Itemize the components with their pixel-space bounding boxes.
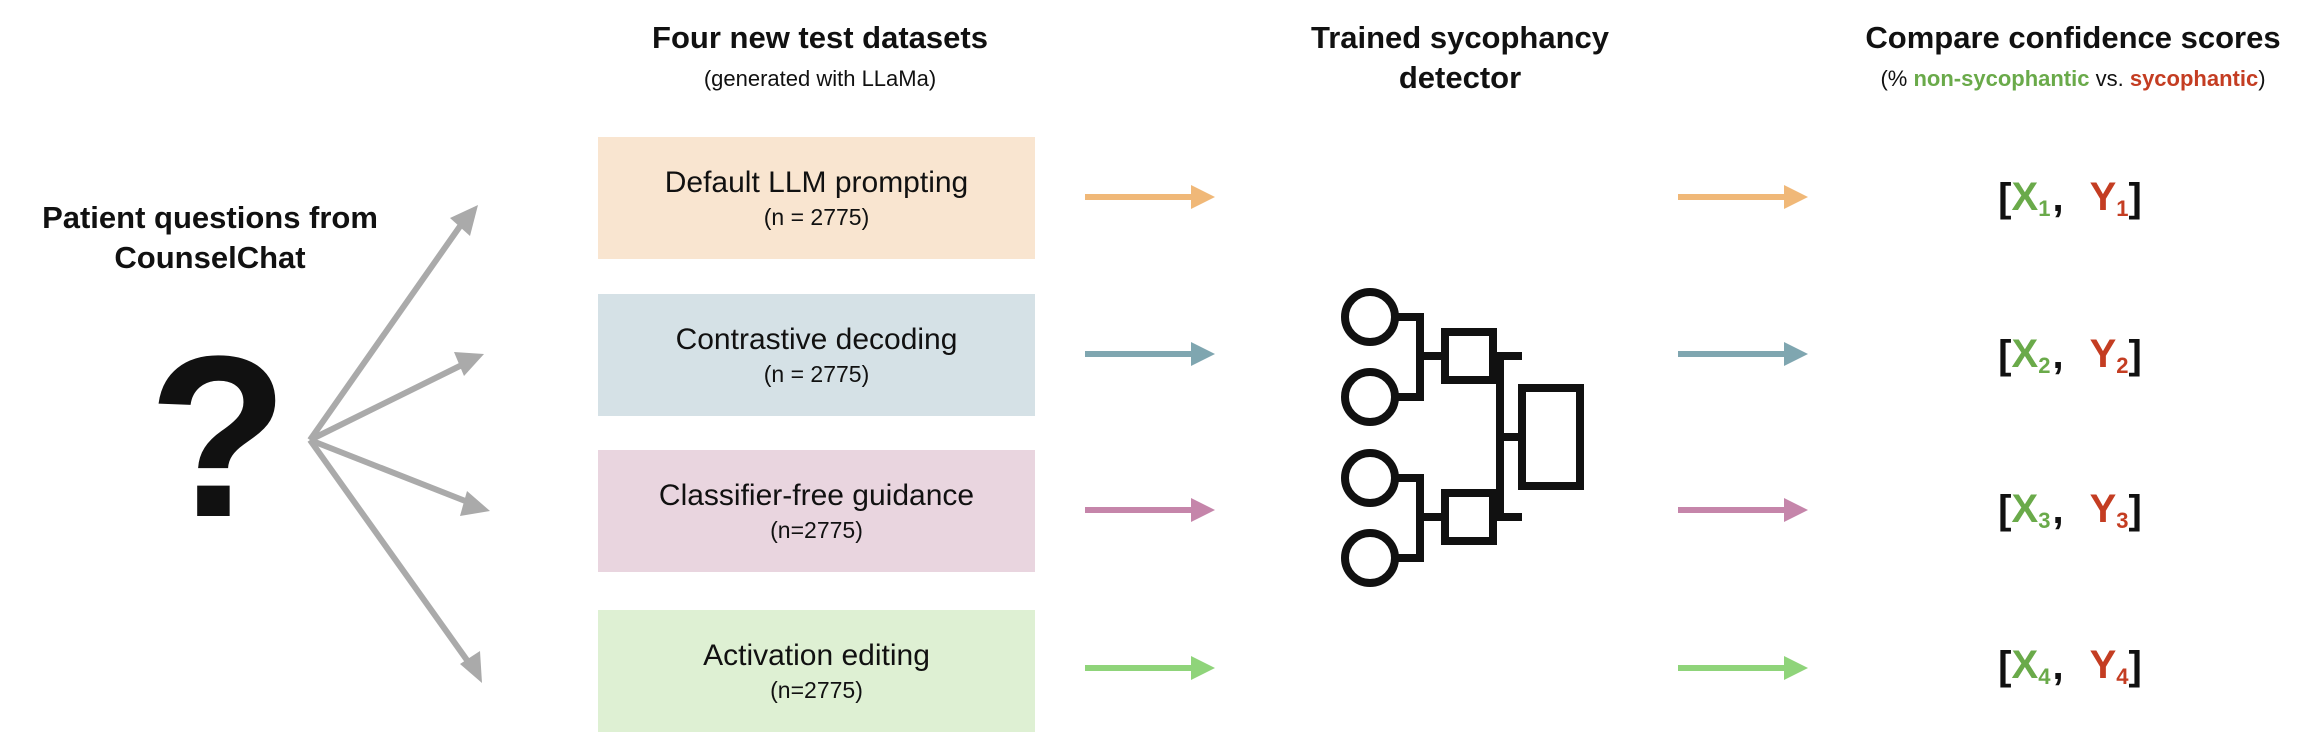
score-row: [ X2, Y2 ] xyxy=(1950,325,2190,385)
fan-arrowhead-1 xyxy=(450,205,478,236)
score-row: [ X4, Y4 ] xyxy=(1950,636,2190,696)
colored-arrowhead xyxy=(1784,498,1808,522)
dataset-box-activation-editing: Activation editing (n=2775) xyxy=(598,610,1035,732)
fan-arrow-3 xyxy=(308,437,480,509)
fan-arrowhead-3 xyxy=(460,491,490,516)
dataset-count: (n=2775) xyxy=(770,517,863,543)
close-bracket: ] xyxy=(2128,487,2142,532)
non-sycophantic-label: non-sycophantic xyxy=(1913,66,2090,91)
open-bracket: [ xyxy=(1998,175,2012,220)
colored-arrowhead xyxy=(1191,342,1215,366)
open-bracket: [ xyxy=(1998,643,2012,688)
network-tree-icon xyxy=(1341,288,1584,587)
fan-arrow-1 xyxy=(307,210,473,442)
colored-arrowhead xyxy=(1191,656,1215,680)
detector-title-line1: Trained sycophancy xyxy=(1310,20,1610,55)
question-mark-icon: ? xyxy=(148,308,289,565)
scores-title: Compare confidence scores xyxy=(1865,20,2281,55)
fan-arrowhead-2 xyxy=(454,352,484,376)
score-row: [ X1, Y1 ] xyxy=(1950,168,2190,228)
fan-arrow-4 xyxy=(307,438,477,672)
open-bracket: [ xyxy=(1998,332,2012,377)
dataset-count: (n = 2775) xyxy=(763,361,870,387)
dataset-name: Classifier-free guidance xyxy=(658,479,975,512)
sycophantic-label: sycophantic xyxy=(2129,66,2259,91)
fan-arrowhead-4 xyxy=(460,651,482,683)
dataset-box-classifier-free-guidance: Classifier-free guidance (n=2775) xyxy=(598,450,1035,572)
datasets-title: Four new test datasets xyxy=(652,20,988,55)
comma: , xyxy=(2052,487,2064,532)
dataset-name: Contrastive decoding xyxy=(675,323,958,356)
x-score: X3 xyxy=(2011,486,2051,533)
dataset-box-contrastive-decoding: Contrastive decoding (n = 2775) xyxy=(598,294,1035,416)
y-score: Y4 xyxy=(2089,642,2129,689)
y-score: Y2 xyxy=(2089,331,2129,378)
fan-arrows xyxy=(307,205,490,683)
x-score: X1 xyxy=(2011,174,2051,221)
comma: , xyxy=(2052,332,2064,377)
dataset-name: Default LLM prompting xyxy=(664,166,969,199)
detector-title: Trained sycophancy detector xyxy=(1240,18,1680,98)
patient-title-line1: Patient questions from xyxy=(42,200,378,235)
close-bracket: ] xyxy=(2128,332,2142,377)
datasets-subtitle: (generated with LLaMa) xyxy=(703,66,937,91)
colored-arrowhead xyxy=(1784,656,1808,680)
close-bracket: ] xyxy=(2128,175,2142,220)
dataset-box-default-prompting: Default LLM prompting (n = 2775) xyxy=(598,137,1035,259)
subtitle-open: (% xyxy=(1880,66,1914,91)
dataset-name: Activation editing xyxy=(703,639,930,672)
x-score: X2 xyxy=(2011,331,2051,378)
colored-arrowhead xyxy=(1191,185,1215,209)
patient-title-line2: CounselChat xyxy=(114,240,306,275)
comma: , xyxy=(2052,643,2064,688)
open-bracket: [ xyxy=(1998,487,2012,532)
subtitle-close: ) xyxy=(2258,66,2266,91)
fan-arrow-2 xyxy=(308,357,474,443)
close-bracket: ] xyxy=(2128,643,2142,688)
colored-arrowhead xyxy=(1191,498,1215,522)
subtitle-vs: vs. xyxy=(2089,66,2130,91)
x-score: X4 xyxy=(2011,642,2051,689)
patient-questions-title: Patient questions from CounselChat xyxy=(20,198,400,278)
y-score: Y1 xyxy=(2089,174,2129,221)
dataset-count: (n = 2775) xyxy=(763,204,870,230)
colored-arrowhead xyxy=(1784,342,1808,366)
colored-arrows xyxy=(1085,185,1808,680)
detector-title-line2: detector xyxy=(1398,60,1522,95)
comma: , xyxy=(2052,175,2064,220)
scores-subtitle: (% non-sycophantic vs. sycophantic) xyxy=(1830,64,2316,94)
score-row: [ X3, Y3 ] xyxy=(1950,480,2190,540)
y-score: Y3 xyxy=(2089,486,2129,533)
dataset-count: (n=2775) xyxy=(770,677,863,703)
colored-arrowhead xyxy=(1784,185,1808,209)
